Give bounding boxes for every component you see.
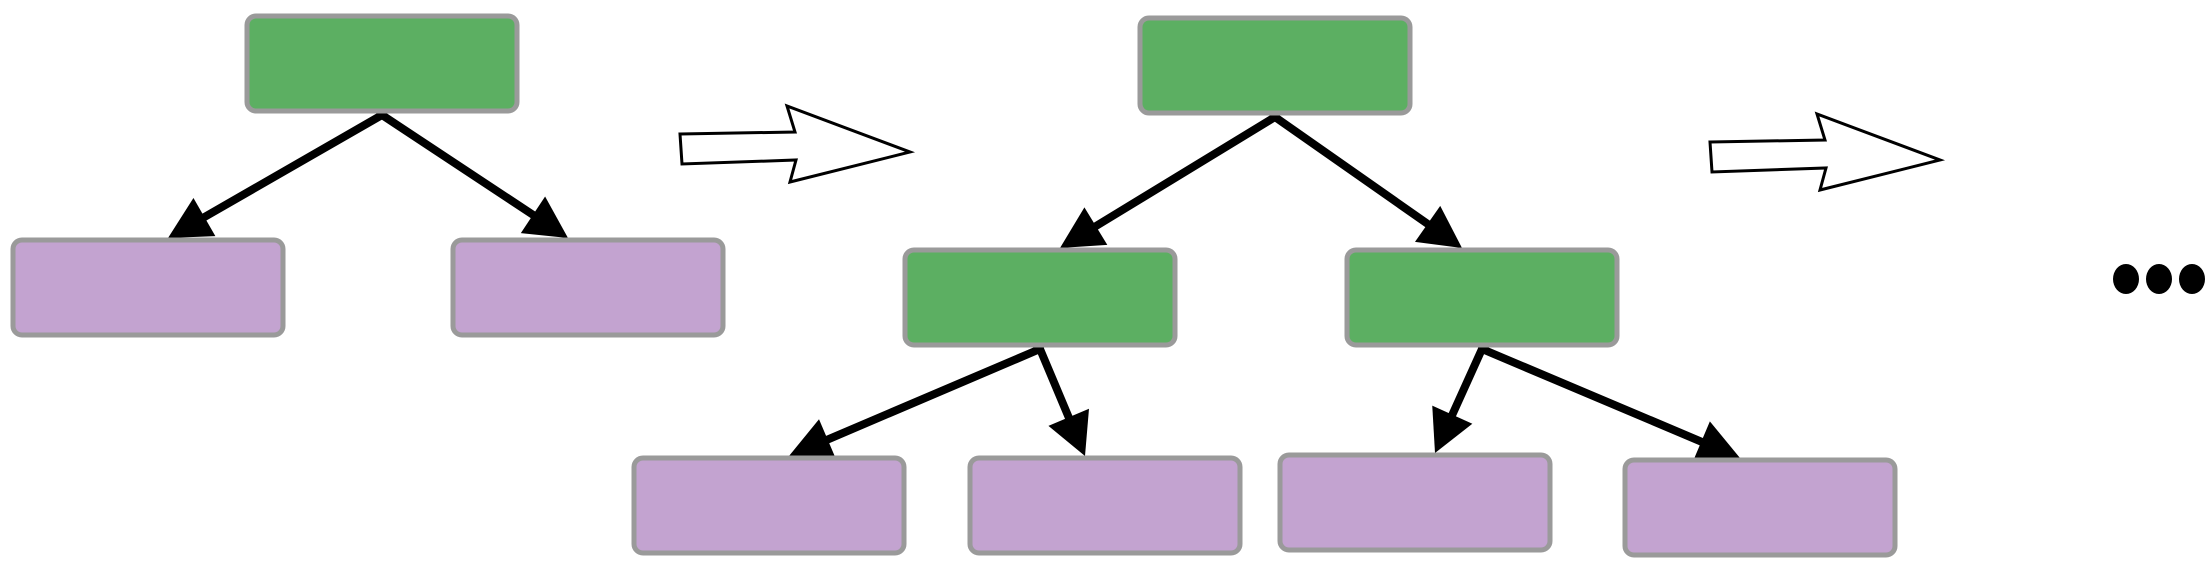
leaf-node-s2-ll (631, 455, 907, 556)
leaf-node-s1-left (10, 237, 286, 338)
leaf-node-s2-lr (967, 455, 1243, 556)
expanded-node-s2-left (902, 247, 1178, 348)
transitions-layer (678, 103, 1946, 193)
expanded-node-s2-right (1344, 247, 1620, 348)
transition-arrow-stage-1-to-stage-2 (678, 103, 916, 185)
arrowhead-s2-lr (1048, 408, 1089, 456)
ellipsis-dot-2 (2146, 264, 2172, 294)
leaf-node-s2-rl (1277, 452, 1553, 553)
arrowhead-s1-left (168, 197, 216, 238)
edge-s2-root-to-s2-right (1271, 113, 1462, 248)
edge-s2-left-to-s2-ll (789, 345, 1044, 460)
ellipsis-dot-3 (2179, 264, 2205, 294)
arrowhead-s2-rl (1432, 405, 1473, 453)
arrowhead-s1-right (520, 196, 568, 238)
edge-s2-right-to-s2-rr (1478, 345, 1740, 462)
arrowhead-s2-rr (1692, 421, 1740, 462)
expanded-node-s2-root (1137, 15, 1413, 116)
leaf-node-s2-rr (1622, 457, 1898, 558)
edge-s1-root-to-s1-right (378, 111, 568, 238)
nodes-layer (10, 13, 1898, 558)
transition-arrow-stage-2-to-next (1708, 111, 1946, 193)
edge-s2-root-to-s2-left (1060, 113, 1279, 248)
ellipsis-dot-1 (2113, 264, 2139, 294)
edge-s1-root-to-s1-left (168, 111, 386, 238)
arrowhead-s2-ll (789, 419, 837, 460)
edges-layer (168, 111, 1740, 462)
edge-s2-left-to-s2-lr (1036, 345, 1089, 456)
arrowhead-s2-left (1060, 207, 1108, 248)
leaf-node-s1-right (450, 237, 726, 338)
ellipsis-icon (2113, 264, 2205, 294)
arrowhead-s2-right (1414, 205, 1462, 248)
edge-s2-right-to-s2-rl (1432, 345, 1486, 453)
expanded-node-s1-root (244, 13, 520, 114)
